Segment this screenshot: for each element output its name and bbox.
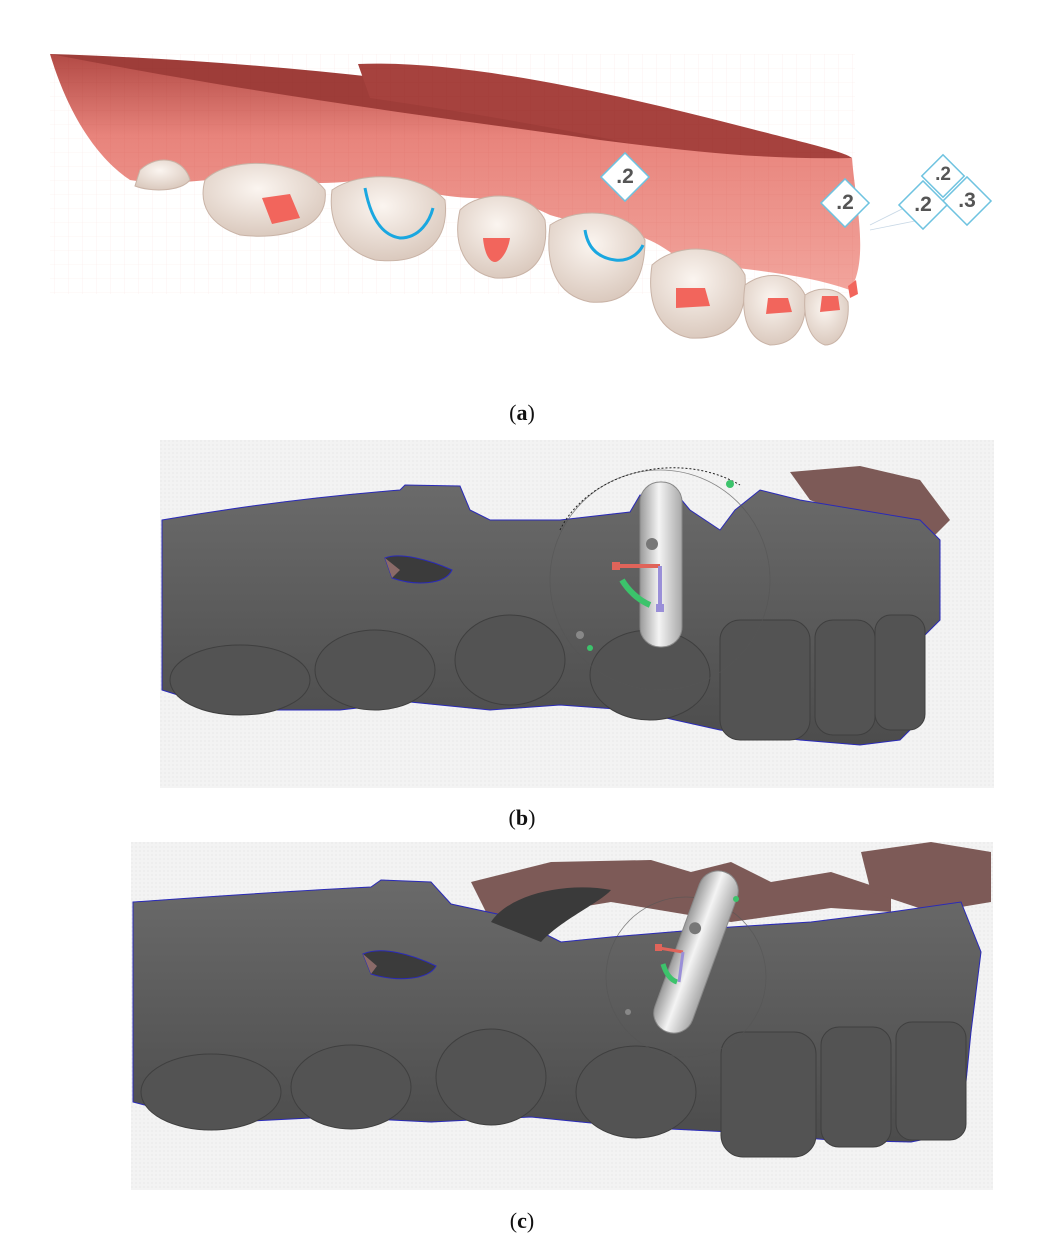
marker-2[interactable]: .2: [816, 174, 874, 232]
marker-3-label: .2: [935, 164, 951, 185]
tissue-top-right-c: [861, 842, 991, 912]
marker-4[interactable]: .3: [938, 172, 996, 230]
marker-1[interactable]: .2: [596, 148, 654, 206]
panel-a-image: [40, 40, 1000, 380]
marker-5-label: .2: [914, 193, 932, 216]
marker-3[interactable]: .2: [917, 150, 969, 202]
attachment-6: [848, 280, 858, 298]
attachment-3: [676, 288, 710, 308]
attachment-1: [262, 194, 300, 224]
tooth-3: [330, 176, 447, 262]
caption-b: (b): [508, 805, 536, 830]
tooth-4: [457, 195, 547, 279]
marker-2-label: .2: [836, 191, 854, 214]
scan-teeth-c: [140, 1021, 967, 1158]
scan-defect: [384, 555, 453, 584]
scan-defect-c: [362, 950, 437, 980]
guide-sleeve-c: [653, 870, 739, 1034]
attachment-2: [483, 238, 510, 262]
attachment-4: [766, 298, 792, 314]
blue-outline-1: [363, 187, 435, 240]
panel-c-image: [131, 842, 993, 1190]
tooth-5: [548, 212, 646, 303]
blue-outline-2: [583, 229, 645, 262]
marker-4-label: .3: [958, 189, 976, 212]
rotation-gizmo-ring: [549, 469, 771, 691]
attachments: [262, 194, 858, 314]
tooth-1: [134, 159, 191, 191]
scan-teeth: [169, 614, 926, 741]
caption-a: (a): [509, 400, 535, 425]
panel-b-image: [160, 440, 994, 788]
caption-c: (c): [509, 1208, 535, 1233]
marker-1-label: .2: [616, 165, 634, 188]
rotation-gizmo-ring-c: [605, 896, 767, 1058]
attachment-5: [820, 296, 840, 312]
marker-5[interactable]: .2: [894, 176, 952, 234]
scan-gap: [491, 887, 611, 942]
